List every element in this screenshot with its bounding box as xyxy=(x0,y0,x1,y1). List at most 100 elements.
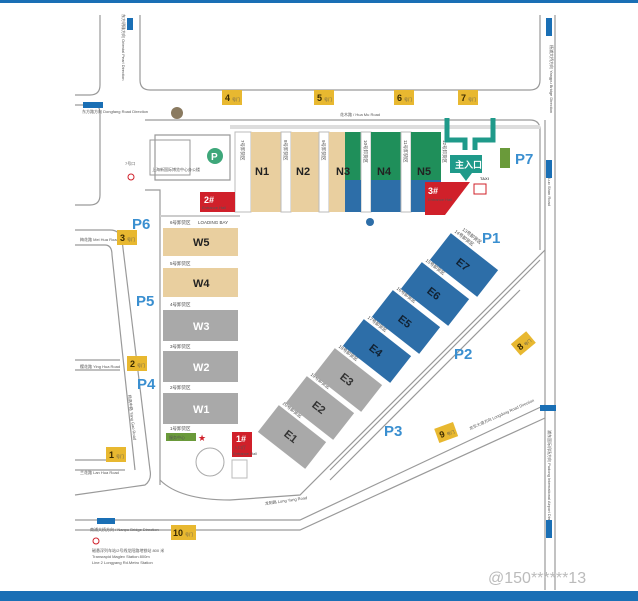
bay-label: 5号卸货区 xyxy=(170,260,191,267)
entrance-number: 1# xyxy=(236,434,246,444)
gate-suffix: 号门 xyxy=(522,337,532,347)
hall-e5[interactable] xyxy=(371,290,441,354)
main-entrance[interactable]: 主入口 xyxy=(444,118,496,181)
bottom-bar xyxy=(0,591,638,601)
parking-r-sign xyxy=(231,459,248,479)
hall-w4-label: W4 xyxy=(193,278,210,290)
gate-number: 5 xyxy=(317,93,322,103)
hall-w2[interactable] xyxy=(163,351,238,382)
bay-label: 2号卸货区 xyxy=(170,384,191,391)
oriental-pearl-direction-label: 东方明珠方向 Oriental Pearl Direction xyxy=(121,14,127,80)
airport-direction-label: 浦东国际机场方向 Pudong International Airport Di… xyxy=(547,430,553,530)
metro-line3: Line 2 Longyang Rd.Metro Station xyxy=(92,560,153,565)
office-building-label: 上海新国际博览中心办公楼 xyxy=(152,166,200,172)
hall-n5-label: N5 xyxy=(417,166,431,178)
hall-e6[interactable] xyxy=(400,262,470,326)
gate-number: 2 xyxy=(130,359,135,369)
hall-n1-label: N1 xyxy=(255,166,269,178)
north-halls: N1 N2 N3 N4 N5 7号卸货区 8号卸货区 9号卸货区 10号卸货区 … xyxy=(234,131,448,213)
parking-p2[interactable]: P2 xyxy=(454,346,472,363)
west-halls: W5 W4 W3 W2 W1 6号卸货区 5号卸货区 4号卸货区 3号卸货区 2… xyxy=(163,219,238,443)
yangpu-bridge-direction-label: 杨浦大桥方向 Yangpu Bridge Direction xyxy=(549,45,555,113)
hall-w5[interactable] xyxy=(163,228,238,256)
bay-label: 9号卸货区 xyxy=(320,140,327,161)
watermark: @150******13 xyxy=(488,570,586,587)
bay-label: 12号卸货区 xyxy=(441,140,448,164)
hall-n3-label: N3 xyxy=(336,166,350,178)
bay-label: 4号卸货区 xyxy=(170,301,191,308)
gate-suffix: 号门 xyxy=(137,362,145,368)
hall-w2-label: W2 xyxy=(193,362,210,374)
taxi-label: TAXI xyxy=(480,176,489,181)
service-sign xyxy=(500,148,510,168)
ying-hua-road-label: 樱花路 Ying Hua Road xyxy=(80,363,120,369)
dongfang-road-direction-label: 东方路方向 Dongfang Road Direction xyxy=(82,108,148,114)
gate-number: 3 xyxy=(120,233,125,243)
bay-label: 3号卸货区 xyxy=(170,343,191,350)
hall-w4[interactable] xyxy=(163,268,238,297)
bay-label: 6号卸货区 xyxy=(170,219,191,226)
entrance-3[interactable]: 3# Entrance Hall xyxy=(425,182,470,215)
parking-icon-letter: P xyxy=(211,152,218,163)
parking-icon xyxy=(207,148,223,164)
parking-p4[interactable]: P4 xyxy=(137,376,156,393)
entrance-label: Entrance Hall xyxy=(202,205,226,210)
gate-number: 10 xyxy=(173,528,183,538)
roundabout xyxy=(195,447,225,477)
entrance-label: Entrance Hall xyxy=(233,451,257,456)
left-arrow-sign xyxy=(97,518,115,524)
exit-label: 7号口 xyxy=(125,160,135,166)
entrance-label: 入口厅 xyxy=(234,445,246,450)
up-arrow-sign xyxy=(546,160,552,178)
gate-suffix: 号门 xyxy=(446,428,456,436)
hall-n2-label: N2 xyxy=(296,166,310,178)
hall-w1-label: W1 xyxy=(193,404,210,416)
parking-p1[interactable]: P1 xyxy=(482,230,500,247)
bay-label: 8号卸货区 xyxy=(282,140,289,161)
hall-w1[interactable] xyxy=(163,393,238,424)
parking-p6[interactable]: P6 xyxy=(132,216,150,233)
gate-suffix: 号门 xyxy=(468,96,476,102)
nanpu-bridge-direction-label: 南浦大桥方向 / Nanpu Bridge Direction xyxy=(90,526,159,532)
luoshan-road-label: 罗山路 Luo Shan Road xyxy=(547,165,553,206)
hall-n2[interactable] xyxy=(291,132,319,212)
parking-p3[interactable]: P3 xyxy=(384,423,402,440)
hall-e3[interactable] xyxy=(313,348,383,412)
hall-w5-label: W5 xyxy=(193,237,210,249)
gate-suffix: 号门 xyxy=(116,453,124,459)
hall-e2[interactable] xyxy=(285,376,355,440)
hall-w3[interactable] xyxy=(163,310,238,341)
hall-e7[interactable] xyxy=(429,233,499,297)
up-arrow-sign xyxy=(546,18,552,36)
hall-e4[interactable] xyxy=(342,319,412,383)
parking-labels: P1 P2 P3 P4 P5 P6 P7 xyxy=(132,151,533,440)
top-bar xyxy=(0,0,638,3)
entrance-1[interactable]: 1# 入口厅 Entrance Hall xyxy=(232,432,257,457)
parking-p5[interactable]: P5 xyxy=(136,293,154,310)
mei-hua-road-label: 梅花路 Mei Hua Road xyxy=(80,236,119,242)
hall-e1[interactable] xyxy=(257,405,327,469)
entrance-2[interactable]: 2# Entrance Hall xyxy=(200,192,235,212)
metro-icon xyxy=(92,537,100,545)
gate-number: 7 xyxy=(461,93,466,103)
gate-8[interactable]: 8号门 xyxy=(510,331,536,356)
hall-n1[interactable] xyxy=(251,132,281,212)
gate-number: 8 xyxy=(515,341,525,352)
parking-p7[interactable]: P7 xyxy=(515,151,533,168)
down-arrow-sign xyxy=(546,520,552,538)
hall-w3-label: W3 xyxy=(193,321,210,333)
entrance-number: 2# xyxy=(204,195,214,205)
entrance-label: Entrance Hall xyxy=(428,197,452,202)
main-entrance-label: 主入口 xyxy=(455,159,482,170)
